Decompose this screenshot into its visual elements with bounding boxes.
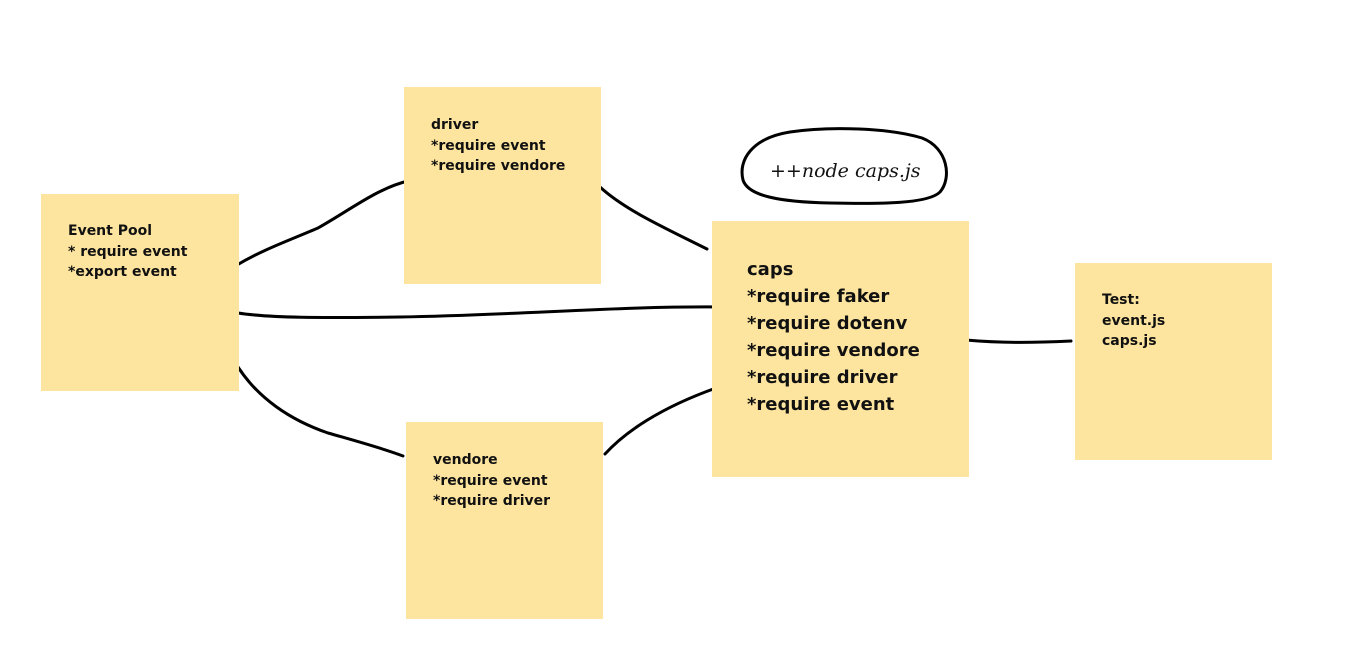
note-title: vendore xyxy=(433,452,498,468)
command-bubble-outline xyxy=(740,127,948,205)
note-line: event.js xyxy=(1102,312,1166,329)
note-line: *require event xyxy=(431,137,546,154)
note-line: *require vendore xyxy=(431,158,566,174)
connector-caps-to-test xyxy=(964,338,1073,344)
connector-event-pool-to-driver xyxy=(235,179,410,267)
note-title: driver xyxy=(431,117,479,133)
note-line: *require event xyxy=(747,394,895,415)
note-title: Event Pool xyxy=(68,223,153,239)
note-test: Test: event.js caps.js xyxy=(1075,263,1272,460)
note-line: *require driver xyxy=(433,493,551,509)
note-vendore: vendore *require event *require driver xyxy=(406,422,603,619)
note-line: *require dotenv xyxy=(747,313,908,334)
note-event-pool: Event Pool * require event *export event xyxy=(41,194,239,391)
note-line: *export event xyxy=(68,264,177,280)
note-title: caps xyxy=(747,259,794,280)
note-line: *require driver xyxy=(747,367,898,388)
note-line: *require event xyxy=(433,472,548,489)
note-line: *require faker xyxy=(747,286,890,307)
note-line: * require event xyxy=(68,243,188,260)
connector-vendore-to-caps xyxy=(603,386,718,456)
connector-event-pool-to-caps xyxy=(236,305,724,320)
note-driver: driver *require event *require vendore xyxy=(404,87,601,284)
command-bubble-text: ++node caps.js xyxy=(770,160,921,182)
connector-driver-to-caps xyxy=(598,185,709,251)
note-caps: caps *require faker *require dotenv *req… xyxy=(712,221,969,477)
connector-event-pool-to-vendore xyxy=(236,365,405,458)
note-line: *require vendore xyxy=(747,340,920,361)
note-line: caps.js xyxy=(1102,333,1157,349)
note-title: Test: xyxy=(1102,292,1140,308)
